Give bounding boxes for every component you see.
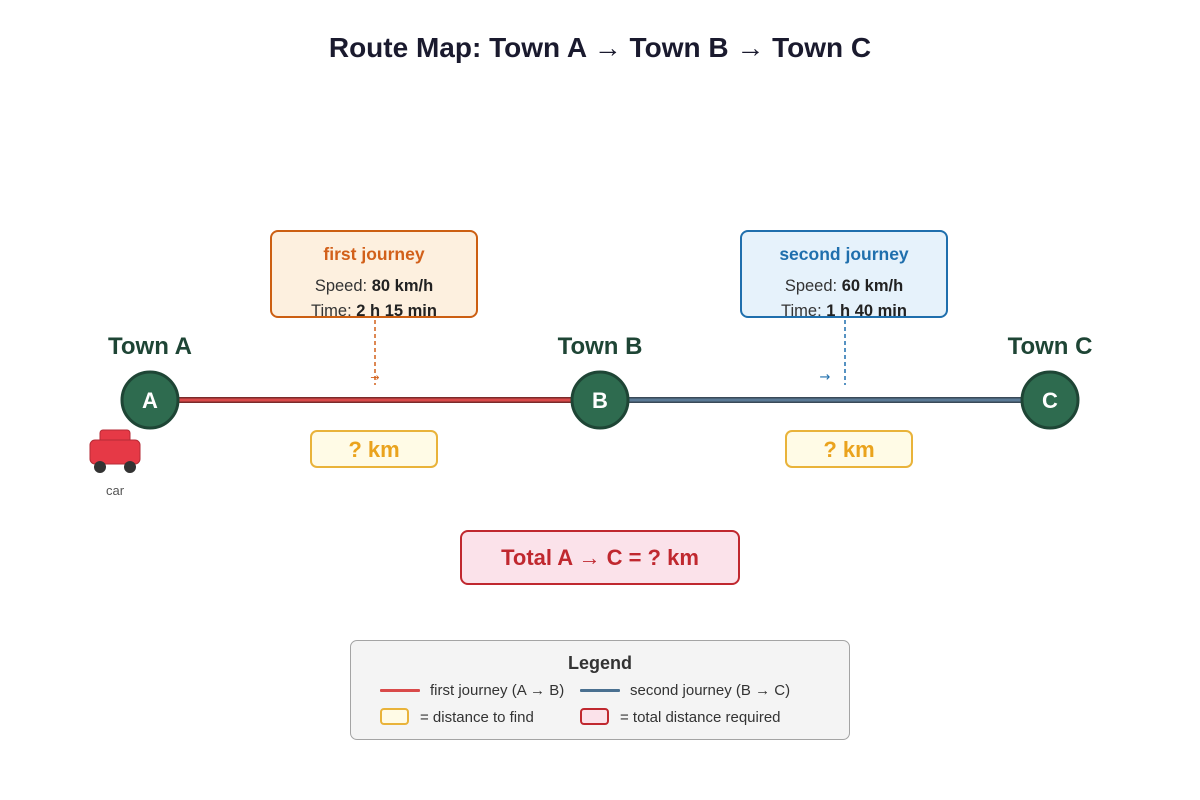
legend-total-swatch [580, 708, 609, 725]
first-journey-speed-label: Speed: [314, 277, 372, 295]
second-journey-time: Time: 1 h 40 min [742, 299, 946, 324]
town-node-b[interactable]: B [570, 370, 630, 430]
second-journey-speed-label: Speed: [784, 277, 842, 295]
town-node-b-letter: B [592, 388, 608, 413]
first-journey-time-label: Time: [311, 302, 357, 320]
first-journey-speed-value: 80 km/h [371, 277, 434, 295]
first-journey-speed: Speed: 80 km/h [272, 274, 476, 299]
legend-distance-swatch [380, 708, 409, 725]
legend-second-journey-line [580, 689, 620, 692]
town-node-c[interactable]: C [1020, 370, 1080, 430]
town-node-c-letter: C [1042, 388, 1058, 413]
first-journey-time: Time: 2 h 15 min [272, 299, 476, 324]
first-journey-direction-arrow: → [370, 371, 379, 384]
second-journey-direction-arrow: → [820, 370, 831, 385]
car-icon [89, 429, 141, 473]
town-label-b: Town B [557, 333, 643, 360]
first-journey-time-value: 2 h 15 min [356, 302, 437, 320]
town-label-c: Town C [1007, 333, 1093, 360]
second-journey-time-label: Time: [781, 302, 827, 320]
legend-total-label: = total distance required [620, 709, 781, 726]
town-node-a[interactable]: A [120, 370, 180, 430]
town-label-a: Town A [108, 333, 192, 360]
legend-first-journey-label: first journey (A → B) [430, 682, 565, 699]
car-label: car [105, 483, 125, 498]
first-journey-heading: first journey [323, 244, 425, 264]
legend-title: Legend [567, 653, 632, 673]
town-node-a-letter: A [142, 388, 158, 413]
legend-distance-label: = distance to find [420, 709, 534, 726]
page-title: Route Map: Town A → Town B → Town C [328, 32, 872, 63]
second-journey-distance: ? km [785, 430, 913, 468]
second-journey-heading: second journey [779, 244, 909, 264]
second-journey-info-box: second journey Speed: 60 km/h Time: 1 h … [740, 230, 948, 320]
first-journey-info-box: first journey Speed: 80 km/h Time: 2 h 1… [270, 230, 478, 320]
legend-second-journey-label: second journey (B → C) [630, 682, 791, 699]
total-distance-box: Total A → C = ? km [460, 530, 740, 585]
second-journey-time-value: 1 h 40 min [826, 302, 907, 320]
first-journey-distance: ? km [310, 430, 438, 468]
legend-first-journey-line [380, 689, 420, 692]
second-journey-speed: Speed: 60 km/h [742, 274, 946, 299]
legend: Legend first journey (A → B) second jour… [350, 640, 850, 740]
second-journey-speed-value: 60 km/h [841, 277, 904, 295]
